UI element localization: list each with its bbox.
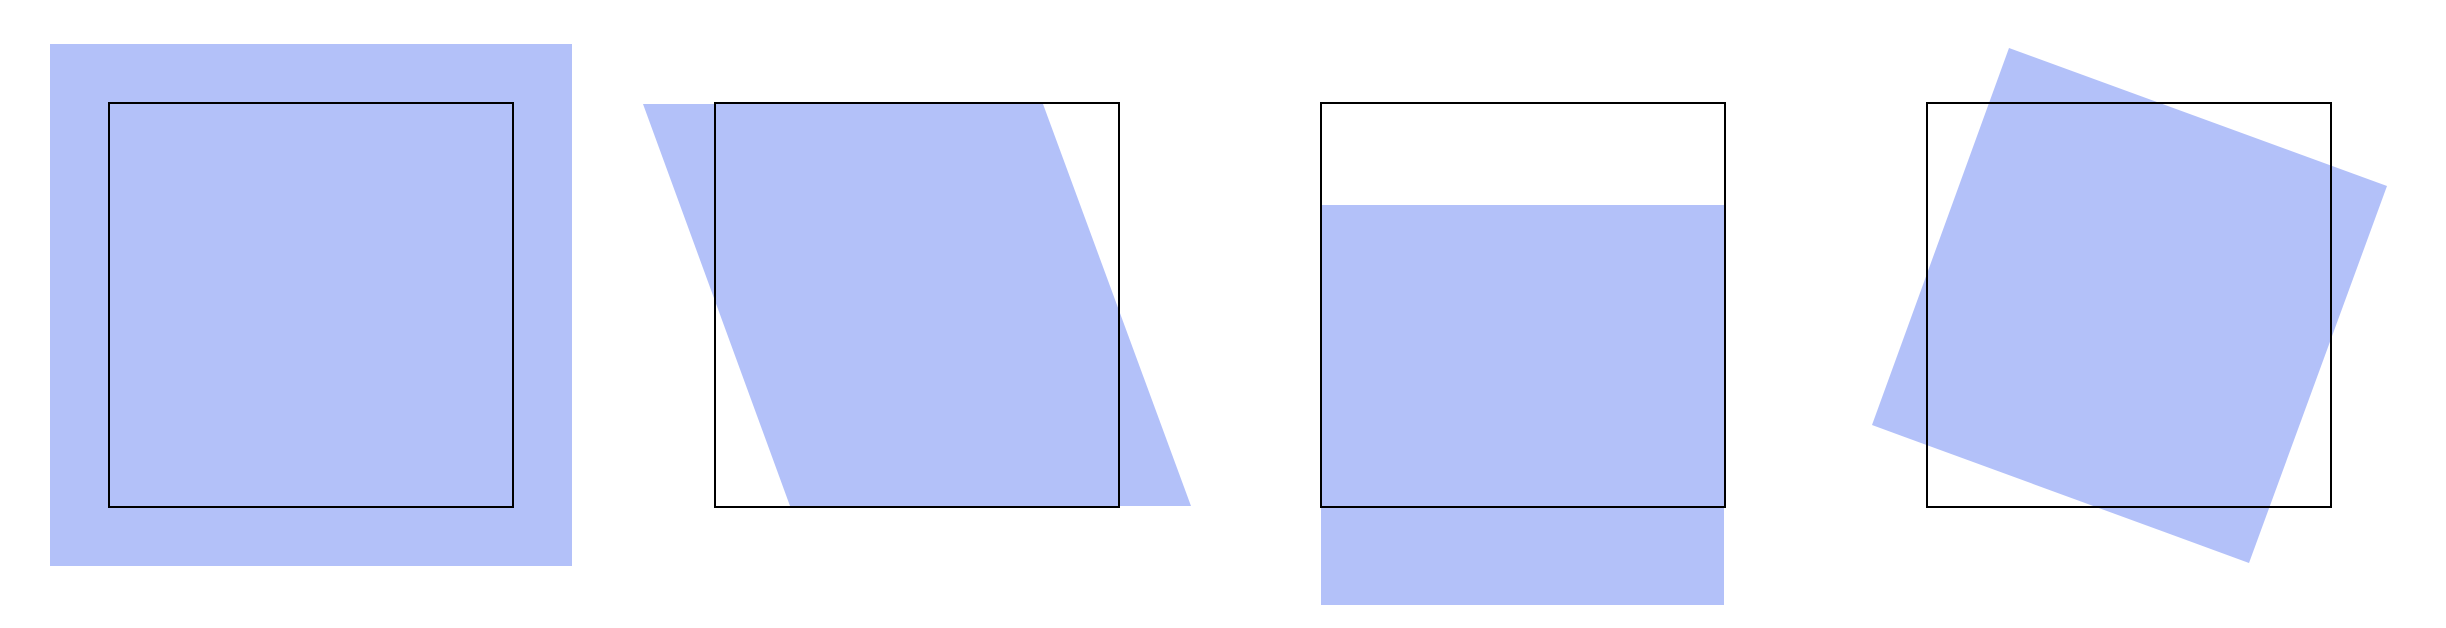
panel-scale-y <box>1320 102 1726 605</box>
rotated-square-shape <box>1872 48 2387 563</box>
panel-shear <box>643 102 1191 508</box>
panel-scale <box>50 44 572 566</box>
scaled-square-shape <box>50 44 572 566</box>
reference-square-outline <box>108 102 514 508</box>
reference-square-outline <box>1320 102 1726 508</box>
panel-rotate <box>1872 48 2387 563</box>
reference-square-outline <box>714 102 1120 508</box>
stretched-square-shape <box>1321 205 1724 605</box>
sheared-square-shape <box>643 104 1191 506</box>
reference-square-outline <box>1926 102 2332 508</box>
